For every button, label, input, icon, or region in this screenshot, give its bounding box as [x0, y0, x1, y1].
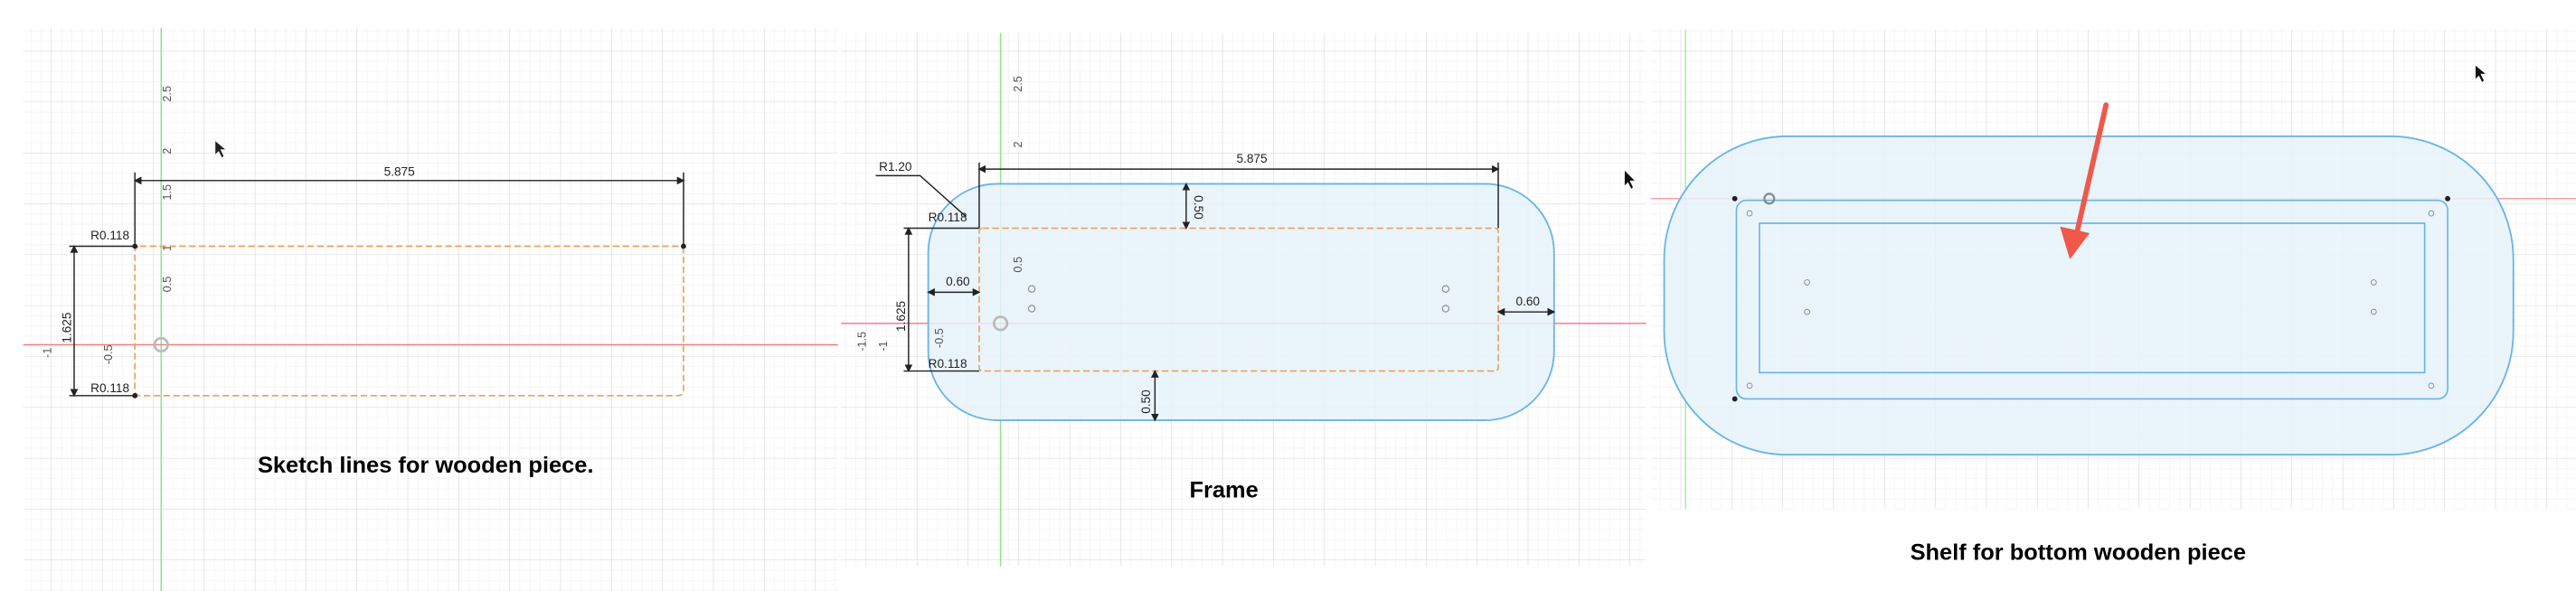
cursor-icon: [215, 141, 226, 158]
origin-icon: [153, 336, 169, 353]
axis-label: 0.5: [1011, 257, 1024, 273]
panel-shelf: Shelf for bottom wooden piece: [1650, 29, 2576, 565]
height-dimension-label[interactable]: 1.625: [60, 313, 73, 343]
sketch-point[interactable]: [132, 243, 138, 249]
panel-sketch-lines: 2.5 2 1.5 1 0.5 -0.5 -1 5.875 1.625 R0.1…: [23, 27, 838, 591]
axis-label: -1: [876, 341, 890, 351]
panel-frame: 2.5 2 0.5 -0.5 -1 -1.5 5.875 R1.20 R0.11…: [841, 33, 1647, 567]
radius-label-top[interactable]: R0.118: [929, 211, 967, 224]
shelf-profile[interactable]: [1663, 135, 2515, 456]
holes: [1746, 210, 2435, 389]
axis-label: -1: [41, 348, 54, 358]
sketch-point[interactable]: [1731, 195, 1738, 202]
sketch-point[interactable]: [2445, 195, 2450, 202]
cursor-icon: [2475, 65, 2486, 82]
shelf-outer-rectangle[interactable]: [1735, 199, 2449, 400]
origin-icon: [1763, 192, 1776, 205]
width-dimension-label[interactable]: 5.875: [384, 164, 415, 178]
sketch-point[interactable]: [1731, 396, 1738, 402]
hole: [1441, 285, 1450, 293]
width-dimension-label[interactable]: 5.875: [1237, 152, 1268, 165]
top-offset-label[interactable]: 0.50: [1192, 195, 1205, 220]
caption: Sketch lines for wooden piece.: [258, 453, 594, 478]
construction-rectangle[interactable]: [978, 227, 1499, 372]
axis-label: 2.5: [160, 86, 174, 102]
radius-label-bottom[interactable]: R0.118: [929, 357, 967, 371]
axis-label: 0.5: [160, 277, 174, 293]
outer-radius-label[interactable]: R1.20: [879, 160, 912, 174]
shelf-inner-rectangle[interactable]: [1759, 222, 2426, 374]
axis-label: -0.5: [101, 344, 115, 364]
axis-label: -1.5: [855, 332, 869, 352]
hole: [1027, 305, 1036, 313]
axis-label: 1.5: [160, 184, 174, 201]
caption: Frame: [1189, 477, 1258, 502]
height-dimension-label[interactable]: 1.625: [894, 301, 908, 332]
hole: [1027, 285, 1036, 293]
axis-label: 2: [1011, 141, 1024, 147]
sketch-point[interactable]: [681, 243, 686, 249]
right-offset-label[interactable]: 0.60: [1515, 295, 1540, 308]
hole: [1441, 305, 1450, 313]
construction-rectangle[interactable]: [134, 245, 684, 397]
axis-label: -0.5: [932, 328, 946, 348]
frame-profile[interactable]: [927, 183, 1555, 421]
outer-radius-leader: [875, 174, 967, 218]
bottom-offset-label[interactable]: 0.50: [1139, 389, 1153, 414]
radius-label-bottom[interactable]: R0.118: [90, 381, 129, 395]
annotation-arrow-icon: [2060, 102, 2109, 260]
left-offset-label[interactable]: 0.60: [946, 275, 970, 288]
axis-label: 1: [160, 245, 174, 251]
sketch-point[interactable]: [132, 392, 138, 399]
axis-label: 2: [160, 148, 174, 155]
caption: Shelf for bottom wooden piece: [1911, 539, 2246, 565]
sketch-grid: [23, 27, 838, 591]
axis-label: 2.5: [1011, 76, 1024, 92]
origin-icon: [992, 315, 1009, 332]
radius-label-top[interactable]: R0.118: [90, 229, 129, 242]
cursor-icon: [1624, 170, 1635, 189]
